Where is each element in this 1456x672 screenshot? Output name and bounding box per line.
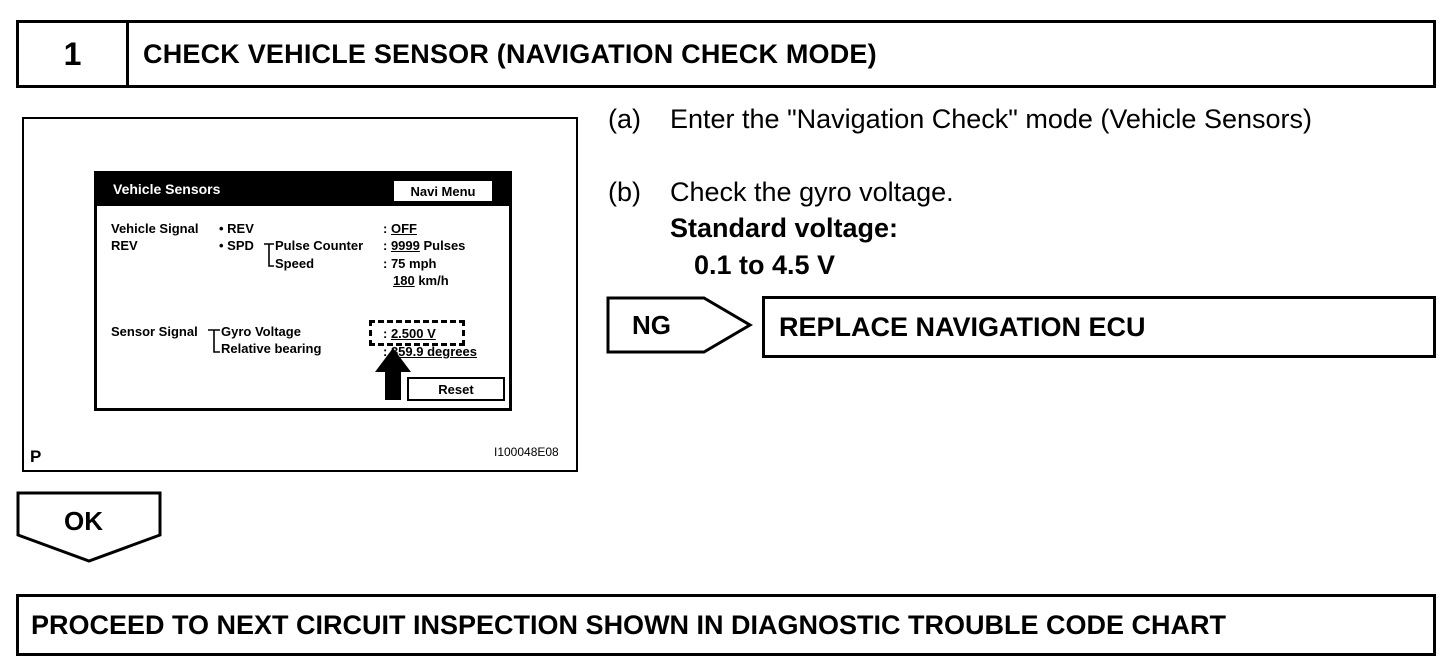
vehicle-sensors-screen: Vehicle Sensors Navi Menu Vehicle Signal… [94,171,512,411]
ok-arrow-icon [16,491,162,563]
instruction-b-text: Check the gyro voltage. [670,177,954,207]
reset-button[interactable]: Reset [407,377,505,401]
relative-bearing-label: Relative bearing [221,341,322,356]
pulse-counter-label: Pulse Counter [275,238,364,253]
speed-label: Speed [275,256,315,271]
rev-label: REV [111,238,138,253]
up-arrow-icon [375,348,411,400]
screen-title: Vehicle Sensors [113,181,221,197]
step-number: 1 [19,23,129,85]
ng-action-box: REPLACE NAVIGATION ECU [762,296,1436,358]
instruction-a-marker: (a) [608,104,641,134]
ok-label: OK [64,506,103,536]
rev-item: • REV [219,221,254,236]
figure-corner-label: P [30,447,42,466]
figure-illustration: Vehicle Sensors Navi Menu Vehicle Signal… [22,117,578,472]
rev-value: : OFF [383,221,417,236]
gyro-voltage-highlight [369,320,465,346]
spd-item: • SPD [219,238,254,253]
step-header: 1 CHECK VEHICLE SENSOR (NAVIGATION CHECK… [16,20,1436,88]
speed-mph-value: : 75 mph [383,256,437,271]
speed-kmh-value: 180 km/h [393,273,449,288]
navi-menu-button[interactable]: Navi Menu [393,180,493,202]
figure-id: I100048E08 [494,445,559,459]
step-title: CHECK VEHICLE SENSOR (NAVIGATION CHECK M… [143,38,877,69]
instruction-a-text: Enter the "Navigation Check" mode (Vehic… [670,104,1312,134]
ng-label: NG [632,310,671,340]
pulse-value: : 9999 Pulses [383,238,466,253]
gyro-voltage-label: Gyro Voltage [221,324,301,339]
screen-title-bar: Vehicle Sensors Navi Menu [97,174,509,206]
spd-bracket-icon [264,243,274,267]
standard-voltage-label: Standard voltage: [670,213,899,243]
next-action-box: PROCEED TO NEXT CIRCUIT INSPECTION SHOWN… [16,594,1436,656]
ng-arrow-icon [606,296,753,354]
standard-voltage-value: 0.1 to 4.5 V [694,250,836,280]
sensor-signal-label: Sensor Signal [111,324,198,339]
sensor-bracket-icon [208,329,220,353]
bearing-value: : 359.9 degrees [383,344,477,359]
vehicle-signal-label: Vehicle Signal [111,221,199,236]
gyro-voltage-value: : 2.500 V [383,326,436,341]
instruction-b-marker: (b) [608,177,641,207]
